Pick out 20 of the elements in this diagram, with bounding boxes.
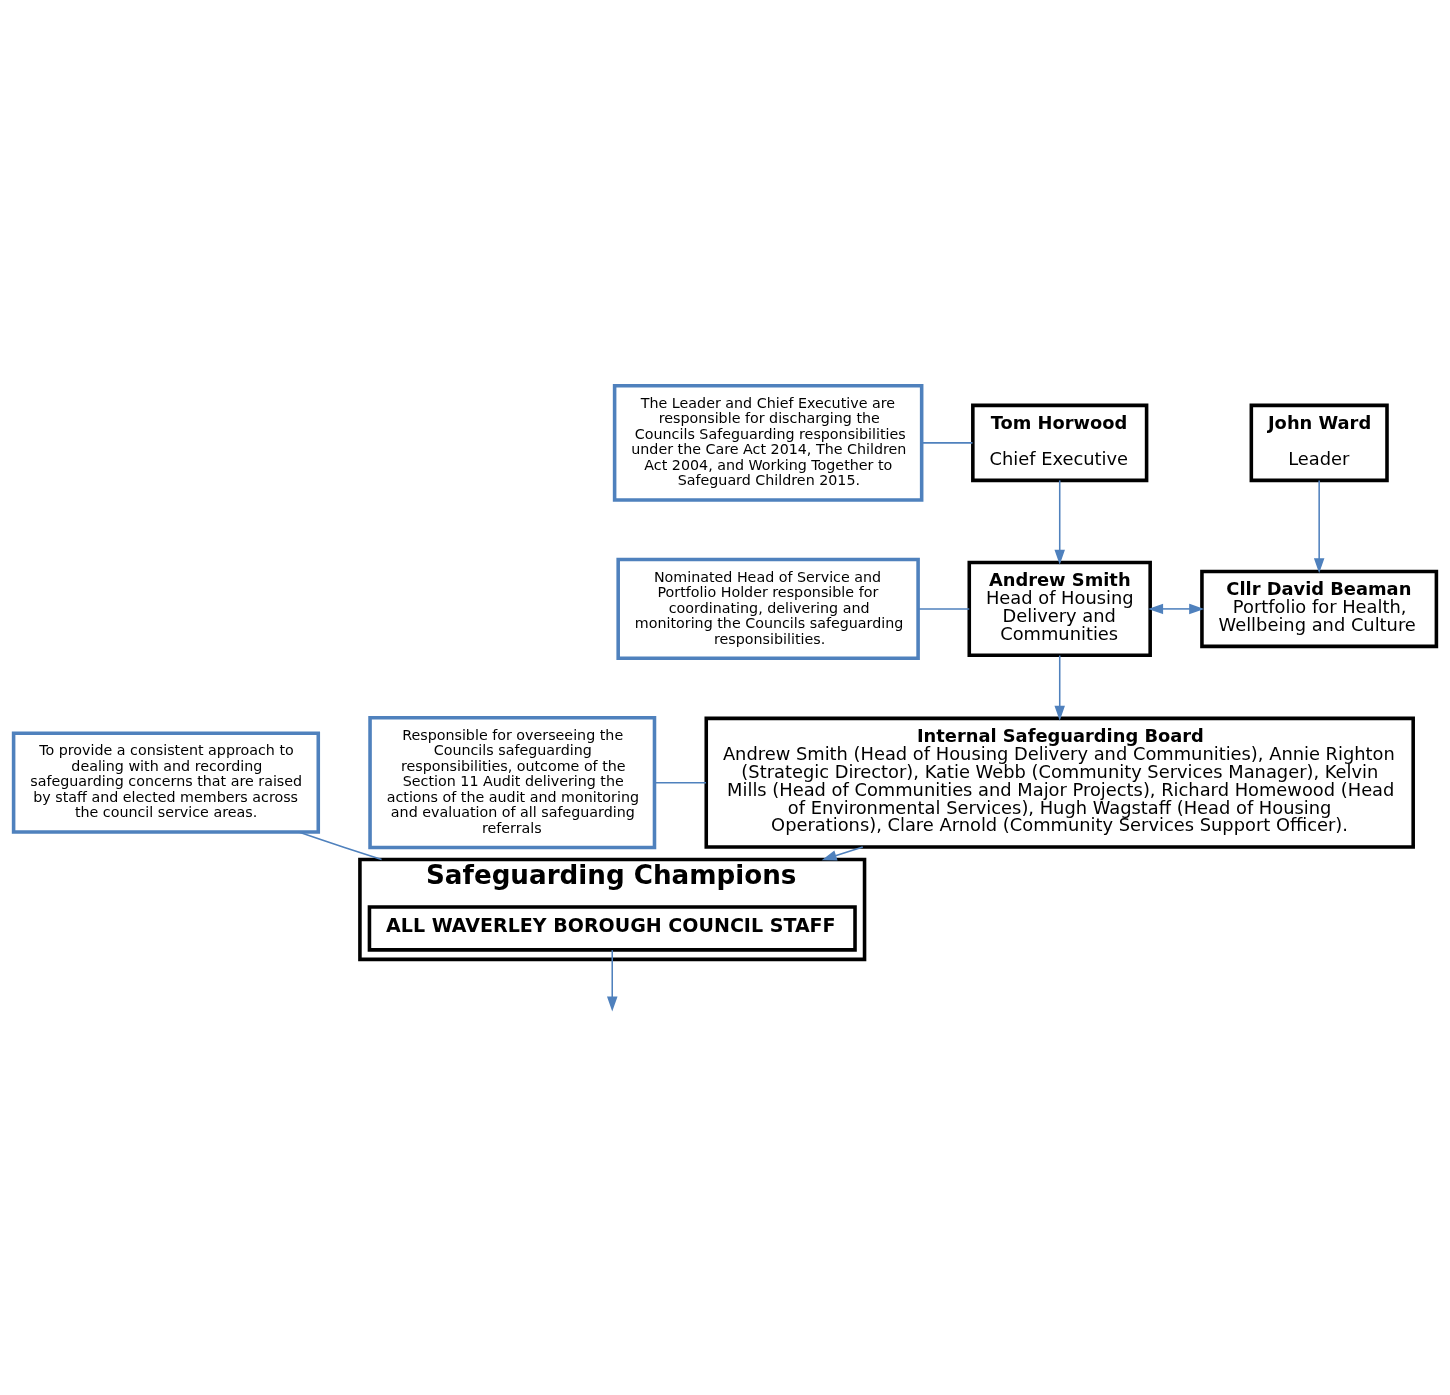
node-box: Tom Horwood Chief Executive <box>971 403 1149 482</box>
connector <box>297 830 383 860</box>
node-box: Cllr David Beaman Portfolio for Health, Wellbeing and Culture <box>1200 569 1439 648</box>
node-box: Andrew Smith Head of Housing Delivery and Communities <box>967 560 1152 657</box>
connector <box>921 441 974 444</box>
node-box: Internal Safeguarding Board Andrew Smith (Head of Housing Delivery and Communities), Annie Righton (Strategic Director), Katie Webb (Community Services Manager), Kelvin Mills (Head of Communities and Major Projects), Richard Homewood (Head of Environmental Services), Hugh Wagstaff (Head of Housing Operations), Clare Arnold (Community Services Support Officer). <box>704 716 1415 849</box>
node-box: Nominated Head of Service and Portfolio Holder responsible for coordinating, delivering and monitoring the Councils safeguarding responsibilities. <box>616 557 920 660</box>
arrow <box>1148 603 1205 614</box>
node-box: The Leader and Chief Executive are responsible for discharging the Councils Safeguarding responsibilities under the Care Act 2014, The Children Act 2004, and Working Together to Safeguard Children 2015. <box>612 383 924 502</box>
arrow <box>821 845 864 861</box>
arrow <box>1054 479 1065 565</box>
node-box: Responsible for overseeing the Councils safeguarding responsibilities, outcome of the Section 11 Audit delivering the actions of the audit and monitoring and evaluation of all safeguarding referrals <box>368 715 657 849</box>
arrow <box>606 948 618 1012</box>
arrow <box>1313 479 1325 573</box>
node-box: To provide a consistent approach to dealing with and recording safeguarding concerns that are raised by staff and elected members across the council service areas. <box>11 731 321 834</box>
connector <box>654 781 707 783</box>
node-box: ALL WAVERLEY BOROUGH COUNCIL STAFF <box>367 904 857 952</box>
node-box: John Ward Leader <box>1249 403 1389 482</box>
connector <box>917 607 971 610</box>
arrow <box>1054 654 1065 721</box>
